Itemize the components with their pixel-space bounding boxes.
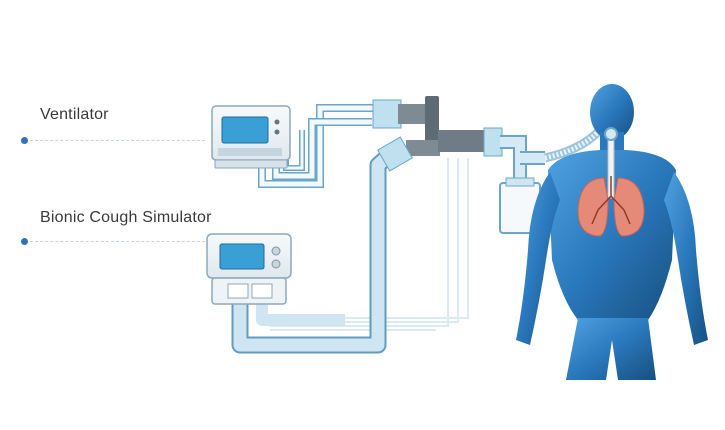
ventilator-marker-dot bbox=[21, 137, 28, 144]
ventilator-label: Ventilator bbox=[40, 106, 109, 123]
cough-simulator-marker-dot bbox=[21, 238, 28, 245]
patient-circuit bbox=[500, 128, 602, 180]
valve-connector bbox=[372, 96, 503, 172]
cough-simulator-device bbox=[206, 233, 292, 305]
lungs-icon bbox=[577, 176, 645, 237]
cough-simulator-leader-line bbox=[30, 241, 205, 242]
ventilator-leader-line bbox=[30, 140, 205, 141]
human-figure bbox=[516, 84, 708, 380]
reservoir-top bbox=[505, 177, 535, 187]
cough-simulator-label: Bionic Cough Simulator bbox=[40, 209, 212, 226]
ventilator-device bbox=[211, 105, 291, 169]
